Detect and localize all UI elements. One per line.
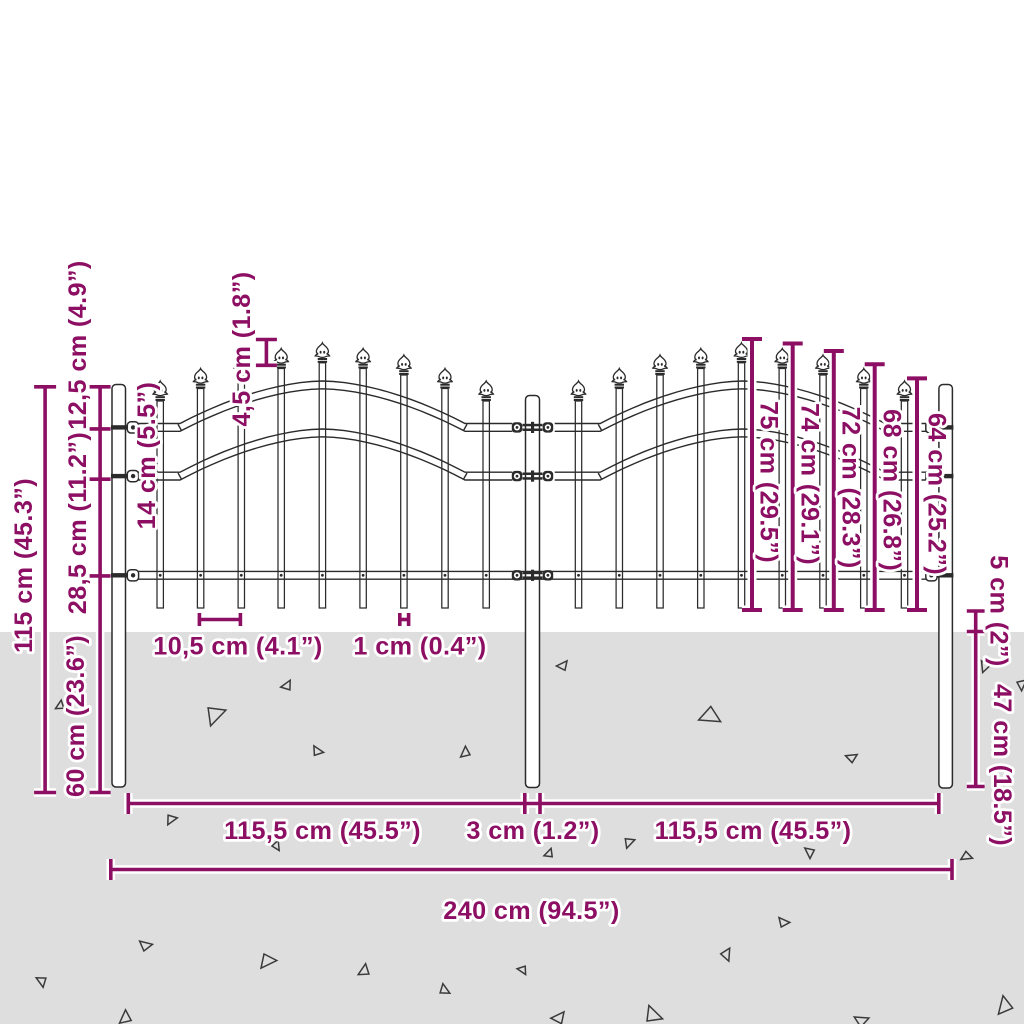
svg-text:1 cm (0.4”): 1 cm (0.4”) [353, 633, 486, 661]
svg-text:4,5 cm (1.8”): 4,5 cm (1.8”) [228, 272, 256, 427]
svg-text:115,5 cm (45.5”): 115,5 cm (45.5”) [655, 817, 852, 845]
svg-text:14 cm (5.5”): 14 cm (5.5”) [133, 382, 161, 530]
svg-text:240 cm (94.5”): 240 cm (94.5”) [443, 897, 619, 925]
svg-text:28,5 cm (11.2”): 28,5 cm (11.2”) [64, 432, 92, 614]
svg-text:60 cm (23.6”): 60 cm (23.6”) [62, 635, 90, 797]
svg-text:5 cm (2”): 5 cm (2”) [985, 555, 1013, 666]
svg-text:72 cm (28.3”): 72 cm (28.3”) [837, 407, 865, 569]
svg-text:10,5 cm (4.1”): 10,5 cm (4.1”) [153, 633, 322, 661]
svg-text:74 cm (29.1”): 74 cm (29.1”) [796, 403, 824, 565]
svg-text:68 cm (26.8”): 68 cm (26.8”) [877, 409, 905, 571]
svg-text:12,5 cm (4.9”): 12,5 cm (4.9”) [64, 260, 92, 429]
svg-text:75 cm (29.5”): 75 cm (29.5”) [755, 401, 783, 563]
svg-text:115 cm (45.3”): 115 cm (45.3”) [10, 478, 38, 653]
svg-text:47 cm (18.5”): 47 cm (18.5”) [988, 684, 1016, 846]
svg-text:64 cm (25.2”): 64 cm (25.2”) [923, 413, 951, 575]
svg-text:115,5 cm (45.5”): 115,5 cm (45.5”) [224, 817, 421, 845]
svg-text:3 cm (1.2”): 3 cm (1.2”) [466, 817, 599, 845]
